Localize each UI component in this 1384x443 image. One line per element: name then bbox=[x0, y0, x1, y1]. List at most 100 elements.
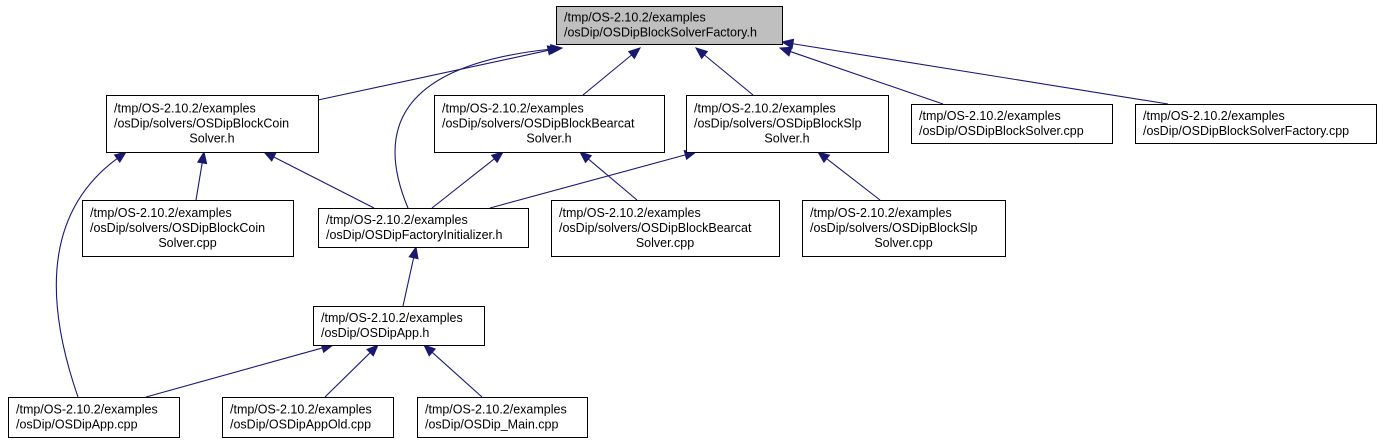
node-label-line: /osDip/OSDipAppOld.cpp bbox=[230, 418, 371, 432]
edge-slp_cpp-to-slp_h bbox=[816, 151, 881, 201]
node-factinit-h[interactable]: /tmp/OS-2.10.2/examples/osDip/OSDipFacto… bbox=[318, 208, 529, 248]
node-label-line: /tmp/OS-2.10.2/examples bbox=[425, 403, 567, 417]
node-label-line: /tmp/OS-2.10.2/examples bbox=[919, 109, 1061, 123]
edge-arrowhead bbox=[196, 150, 208, 165]
edge-line bbox=[394, 48, 552, 209]
edge-appold_cpp-to-app_h bbox=[324, 344, 379, 398]
node-label-line: Solver.cpp bbox=[874, 236, 932, 250]
node-label-line: /osDip/OSDipBlockSolverFactory.h bbox=[564, 26, 757, 40]
node-box bbox=[318, 208, 529, 248]
edge-slp_h-to-root bbox=[694, 47, 754, 96]
edge-line bbox=[792, 43, 1169, 105]
edge-line bbox=[55, 158, 118, 398]
node-app-cpp[interactable]: /tmp/OS-2.10.2/examples/osDip/OSDipApp.c… bbox=[8, 397, 180, 438]
edge-bearcat_cpp-to-bearcat_h bbox=[578, 151, 638, 201]
node-label-line: /tmp/OS-2.10.2/examples bbox=[114, 102, 256, 116]
node-label-line: Solver.cpp bbox=[158, 236, 216, 250]
edge-coin_h-to-root bbox=[317, 45, 561, 101]
node-main-cpp[interactable]: /tmp/OS-2.10.2/examples/osDip/OSDip_Main… bbox=[417, 397, 588, 438]
edge-arrowhead bbox=[780, 38, 795, 50]
node-label-line: /tmp/OS-2.10.2/examples bbox=[321, 311, 463, 325]
node-label-line: /osDip/OSDipApp.cpp bbox=[16, 418, 138, 432]
edge-bearcat_h-to-root bbox=[582, 47, 642, 96]
node-bearcat-cpp[interactable]: /tmp/OS-2.10.2/examples/osDip/solvers/OS… bbox=[551, 200, 780, 257]
node-box bbox=[1135, 104, 1377, 144]
edge-arrowhead bbox=[113, 151, 128, 164]
edge-arrowhead bbox=[490, 151, 505, 164]
edge-factinit_h-to-slp_h bbox=[489, 149, 698, 209]
node-box bbox=[417, 397, 588, 438]
edge-arrowhead bbox=[627, 47, 642, 60]
edge-line bbox=[431, 158, 495, 209]
edge-line bbox=[704, 54, 754, 96]
node-label-line: /osDip/OSDipApp.h bbox=[321, 326, 429, 340]
edge-arrowhead bbox=[366, 344, 379, 357]
edge-line bbox=[402, 257, 415, 307]
edge-app_h-to-factinit_h bbox=[402, 245, 419, 307]
edge-solver_cpp-to-root bbox=[778, 46, 944, 105]
node-label-line: /tmp/OS-2.10.2/examples bbox=[16, 403, 158, 417]
edge-arrowhead bbox=[408, 245, 419, 260]
node-box bbox=[82, 200, 294, 257]
node-label-line: Solver.h bbox=[526, 132, 571, 146]
node-label-line: /osDip/OSDipFactoryInitializer.h bbox=[326, 228, 503, 242]
edge-line bbox=[273, 156, 375, 209]
edge-line bbox=[790, 51, 944, 105]
edge-line bbox=[588, 158, 638, 201]
edges-layer bbox=[55, 38, 1169, 398]
node-label-line: /osDip/solvers/OSDipBlockBearcat bbox=[559, 221, 752, 235]
node-solver-cpp[interactable]: /tmp/OS-2.10.2/examples/osDip/OSDipBlock… bbox=[911, 104, 1113, 144]
edge-arrowhead bbox=[550, 43, 564, 55]
node-box bbox=[222, 397, 394, 438]
node-coin-h[interactable]: /tmp/OS-2.10.2/examples/osDip/solvers/OS… bbox=[106, 95, 319, 153]
node-factory-cpp[interactable]: /tmp/OS-2.10.2/examples/osDip/OSDipBlock… bbox=[1135, 104, 1377, 144]
node-label-line: /osDip/solvers/OSDipBlockBearcat bbox=[442, 117, 635, 131]
edge-line bbox=[145, 347, 323, 398]
node-label-line: /tmp/OS-2.10.2/examples bbox=[694, 102, 836, 116]
edge-factinit_h-to-root bbox=[394, 43, 564, 209]
node-label-line: /tmp/OS-2.10.2/examples bbox=[1143, 109, 1285, 123]
edge-factinit_h-to-bearcat_h bbox=[431, 151, 505, 209]
node-slp-h[interactable]: /tmp/OS-2.10.2/examples/osDip/solvers/OS… bbox=[686, 95, 889, 153]
node-label-line: /osDip/OSDipBlockSolver.cpp bbox=[919, 124, 1084, 138]
node-label-line: /tmp/OS-2.10.2/examples bbox=[230, 403, 372, 417]
edge-arrowhead bbox=[578, 151, 593, 164]
node-label-line: Solver.h bbox=[189, 132, 234, 146]
edge-arrowhead bbox=[423, 344, 437, 357]
edge-line bbox=[317, 49, 549, 101]
node-box bbox=[434, 95, 665, 153]
node-label-line: /osDip/solvers/OSDipBlockCoin bbox=[90, 221, 265, 235]
node-coin-cpp[interactable]: /tmp/OS-2.10.2/examples/osDip/solvers/OS… bbox=[82, 200, 294, 257]
node-root[interactable]: /tmp/OS-2.10.2/examples/osDip/OSDipBlock… bbox=[556, 6, 783, 45]
edge-app_cpp-to-coin_h bbox=[55, 151, 128, 398]
node-label-line: /tmp/OS-2.10.2/examples bbox=[564, 11, 706, 25]
node-appold-cpp[interactable]: /tmp/OS-2.10.2/examples/osDip/OSDipAppOl… bbox=[222, 397, 394, 438]
edge-line bbox=[324, 352, 371, 398]
edge-line bbox=[489, 154, 686, 209]
node-label-line: /osDip/solvers/OSDipBlockSlp bbox=[810, 221, 977, 235]
node-label-line: /osDip/solvers/OSDipBlockCoin bbox=[114, 117, 289, 131]
edge-factory_cpp-to-root bbox=[780, 38, 1169, 105]
node-bearcat-h[interactable]: /tmp/OS-2.10.2/examples/osDip/solvers/OS… bbox=[434, 95, 665, 153]
edge-app_cpp-to-app_h bbox=[145, 343, 335, 398]
node-box bbox=[911, 104, 1113, 144]
node-label-line: /osDip/OSDipBlockSolverFactory.cpp bbox=[1143, 124, 1349, 138]
node-box bbox=[551, 200, 780, 257]
edge-line bbox=[195, 162, 203, 201]
edge-line bbox=[431, 351, 483, 398]
node-label-line: /tmp/OS-2.10.2/examples bbox=[810, 206, 952, 220]
node-app-h[interactable]: /tmp/OS-2.10.2/examples/osDip/OSDipApp.h bbox=[313, 306, 485, 346]
node-label-line: /osDip/solvers/OSDipBlockSlp bbox=[694, 117, 861, 131]
edge-line bbox=[826, 158, 881, 201]
node-box bbox=[8, 397, 180, 438]
node-box bbox=[686, 95, 889, 153]
edge-coin_cpp-to-coin_h bbox=[195, 150, 208, 201]
node-slp-cpp[interactable]: /tmp/OS-2.10.2/examples/osDip/solvers/OS… bbox=[802, 200, 1006, 257]
node-label-line: Solver.h bbox=[764, 132, 809, 146]
node-box bbox=[556, 6, 783, 45]
node-label-line: /tmp/OS-2.10.2/examples bbox=[442, 102, 584, 116]
edge-arrowhead bbox=[262, 151, 277, 162]
node-label-line: /tmp/OS-2.10.2/examples bbox=[326, 213, 468, 227]
node-box bbox=[313, 306, 485, 346]
